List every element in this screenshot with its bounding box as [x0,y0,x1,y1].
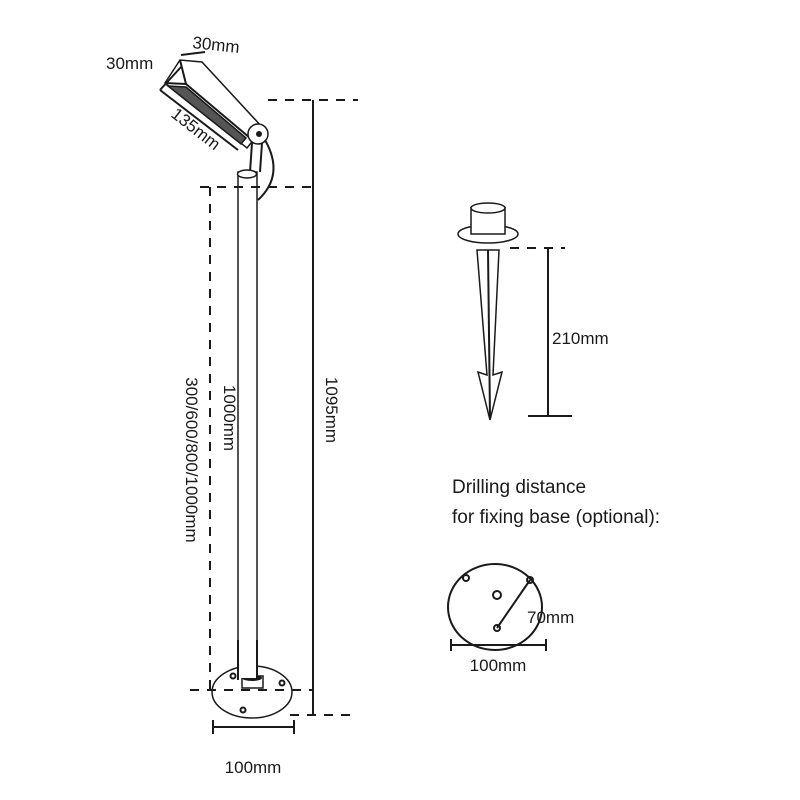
fixing-base-title-line1: Drilling distance [452,477,586,498]
lamp-head [163,59,269,150]
pole-height-label: 1000mm [220,385,239,451]
fixing-base-title-line2: for fixing base (optional): [452,507,660,528]
lamp-pole [236,139,275,683]
lamp-base [211,640,293,719]
fixing-base-plate [447,563,547,651]
pole-options-label: 300/600/800/1000mm [182,377,201,542]
head-height-label: 30mm [106,54,153,73]
hole-distance-label: 70mm [527,608,574,627]
head-width-label: 30mm [192,33,241,57]
dimension-lines [159,51,358,734]
ground-spike [457,202,572,421]
spike-length-label: 210mm [552,329,609,348]
total-height-label: 1095mm [322,377,341,443]
fixing-base-diameter-label: 100mm [470,656,527,675]
base-diameter-label: 100mm [225,758,282,777]
